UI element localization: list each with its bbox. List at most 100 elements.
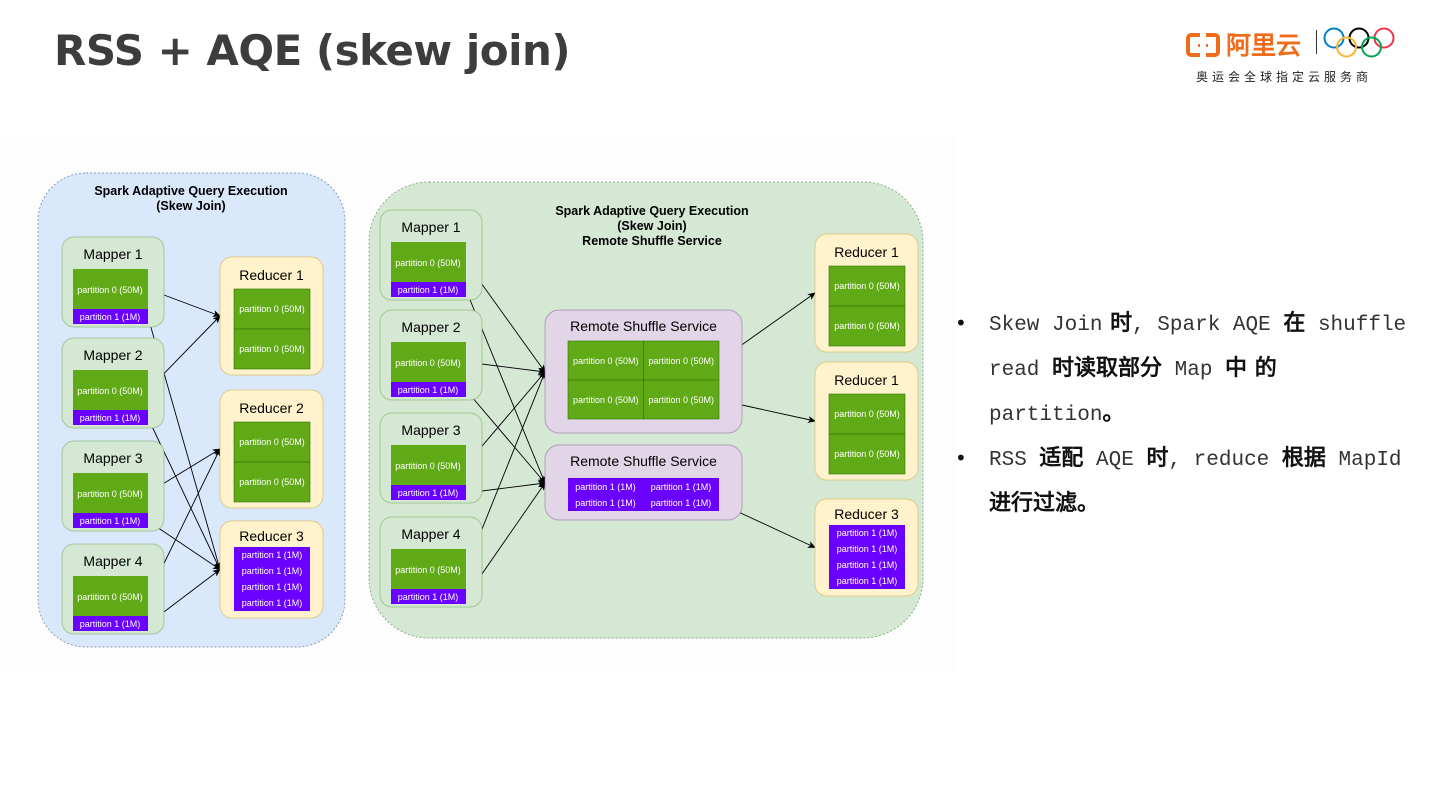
partition-1-label: partition 1 (1M) [837, 560, 898, 570]
reducer-node: Reducer 2 partition 0 (50M) partition 0 (5… [219, 389, 324, 509]
partition-0-label: partition 0 (50M) [239, 477, 305, 487]
reducer-label: Reducer 1 [239, 267, 304, 283]
code-text: , Spark AQE [1132, 314, 1284, 337]
partition-0-block [643, 379, 720, 420]
remote-shuffle-service-node: Remote Shuffle Service partition 0 (50M) p… [544, 309, 743, 434]
partition-1-block [391, 382, 466, 397]
partition-1-label: partition 1 (1M) [80, 413, 141, 423]
reducer-label: Reducer 3 [239, 528, 304, 544]
partition-1-label: partition 1 (1M) [837, 528, 898, 538]
cjk-text: 适配 [1039, 446, 1084, 471]
panel-left-title: Spark Adaptive Query Execution [94, 184, 287, 198]
bullet-item: Skew Join 时, Spark AQE 在 shuffle read 时读… [955, 302, 1415, 437]
partition-0-block [233, 461, 311, 503]
bullet-list: Skew Join 时, Spark AQE 在 shuffle read 时读… [955, 302, 1415, 525]
partition-1-block [73, 513, 148, 528]
logo-subtitle: 奥运会全球指定云服务商 [1196, 70, 1373, 84]
logo-divider [1316, 30, 1317, 54]
mapper-label: Mapper 1 [401, 219, 460, 235]
partition-0-label: partition 0 (50M) [239, 437, 305, 447]
partition-0-label: partition 0 (50M) [834, 409, 900, 419]
partition-1-block [391, 485, 466, 500]
olympic-rings-icon [1323, 27, 1395, 58]
partition-0-label: partition 0 (50M) [834, 281, 900, 291]
partition-0-label: partition 0 (50M) [395, 461, 461, 471]
partition-1-block [73, 410, 148, 425]
cjk-text: 进行过滤 [989, 491, 1078, 516]
cjk-text: 根据 [1281, 446, 1326, 471]
code-text: partition [989, 404, 1103, 427]
code-text: AQE [1083, 449, 1147, 472]
partition-1-label: partition 1 (1M) [575, 482, 636, 492]
partition-0-block [828, 305, 906, 347]
partition-0-label: partition 0 (50M) [573, 395, 639, 405]
partition-0-label: partition 0 (50M) [77, 285, 143, 295]
partition-0-block [391, 445, 466, 485]
mapper-label: Mapper 1 [83, 246, 142, 262]
edge-arrow [465, 389, 546, 484]
partition-1-label: partition 1 (1M) [80, 312, 141, 322]
partition-0-label: partition 0 (50M) [648, 356, 714, 366]
partition-1-label: partition 1 (1M) [837, 576, 898, 586]
partition-0-block [73, 269, 148, 309]
partition-0-block [391, 242, 466, 282]
edge-arrow [147, 417, 221, 571]
partition-0-block [73, 576, 148, 616]
aliyun-logo-icon [1186, 33, 1220, 57]
logo-brand-text: 阿里云 [1226, 31, 1302, 60]
cjk-text: 在 [1283, 311, 1306, 336]
partition-1-label: partition 1 (1M) [398, 592, 459, 602]
partition-1-label: partition 1 (1M) [651, 482, 712, 492]
rss-label: Remote Shuffle Service [570, 318, 717, 334]
partition-0-block [391, 549, 466, 589]
logo: 阿里云 奥运会全球指定云服务商 [1186, 26, 1396, 88]
reducer-label: Reducer 2 [239, 400, 304, 416]
partition-1-block [73, 616, 148, 631]
partition-0-label: partition 0 (50M) [395, 258, 461, 268]
partition-1-block [568, 478, 719, 511]
cjk-text: 中 [1225, 356, 1248, 381]
mapper-node: Mapper 2 partition 0 (50M) partition 1 (1M… [61, 337, 165, 429]
partition-0-block [643, 340, 720, 381]
edge-arrow [147, 520, 221, 571]
mapper-label: Mapper 2 [83, 347, 142, 363]
code-text: , reduce [1168, 449, 1282, 472]
partition-1-label: partition 1 (1M) [80, 619, 141, 629]
panel-right-title: Spark Adaptive Query Execution [555, 204, 748, 218]
partition-1-label: partition 1 (1M) [242, 582, 303, 592]
panel-right-subtitle: (Skew Join) [617, 219, 686, 233]
partition-1-label: partition 1 (1M) [837, 544, 898, 554]
partition-0-label: partition 0 (50M) [395, 358, 461, 368]
partition-0-block [828, 433, 906, 475]
cjk-text: 。 [1102, 401, 1125, 426]
panel-right-subtitle-rss: Remote Shuffle Service [582, 234, 722, 248]
partition-0-label: partition 0 (50M) [77, 489, 143, 499]
partition-0-block [567, 340, 644, 381]
partition-1-label: partition 1 (1M) [575, 498, 636, 508]
reducer-label: Reducer 1 [834, 372, 899, 388]
code-text: RSS [989, 449, 1040, 472]
partition-1-block [391, 282, 466, 297]
partition-1-label: partition 1 (1M) [398, 385, 459, 395]
cjk-text: 的 [1247, 356, 1277, 381]
cjk-text: 时读取部分 [1052, 356, 1163, 381]
mapper-label: Mapper 3 [401, 422, 460, 438]
partition-0-label: partition 0 (50M) [239, 304, 305, 314]
partition-1-block [829, 525, 905, 589]
cjk-text: 。 [1077, 491, 1100, 516]
code-text: Skew Join [989, 314, 1103, 337]
reducer-label: Reducer 1 [834, 244, 899, 260]
partition-1-label: partition 1 (1M) [398, 285, 459, 295]
partition-1-label: partition 1 (1M) [80, 516, 141, 526]
partition-1-block [234, 547, 310, 611]
partition-0-label: partition 0 (50M) [77, 592, 143, 602]
mapper-label: Mapper 4 [401, 526, 460, 542]
partition-0-label: partition 0 (50M) [573, 356, 639, 366]
cjk-text: 时 [1102, 311, 1133, 336]
partition-0-label: partition 0 (50M) [77, 386, 143, 396]
